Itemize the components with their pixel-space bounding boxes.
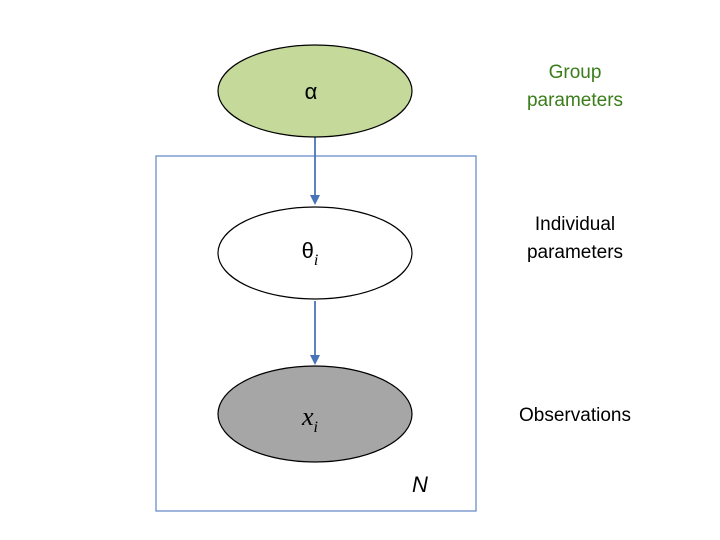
label-group-line1: Group <box>548 62 602 83</box>
node-individual-parameters <box>217 206 413 300</box>
node-group-symbol-text: α <box>305 79 318 104</box>
node-observation-subscript: i <box>314 419 318 436</box>
label-observation-line1: Observations <box>519 405 631 426</box>
plate-rectangle <box>155 155 477 512</box>
label-group-parameters: Group parameters <box>507 59 643 115</box>
label-individual-line2: parameters <box>526 242 624 263</box>
node-individual-subscript: i <box>314 252 318 269</box>
node-observation <box>217 365 413 463</box>
label-individual-line1: Individual <box>534 214 616 235</box>
node-individual-symbol: θ <box>302 238 314 263</box>
plate-label-n: N <box>412 472 428 497</box>
node-group-symbol: α <box>305 79 318 104</box>
node-individual-label: θi <box>302 238 319 269</box>
label-group-line2: parameters <box>526 90 624 111</box>
node-observation-symbol: x <box>301 402 314 431</box>
node-group-parameters <box>217 44 413 138</box>
label-individual-parameters: Individual parameters <box>507 211 643 267</box>
node-observation-label: xi <box>301 402 318 436</box>
label-observations: Observations <box>500 402 650 430</box>
